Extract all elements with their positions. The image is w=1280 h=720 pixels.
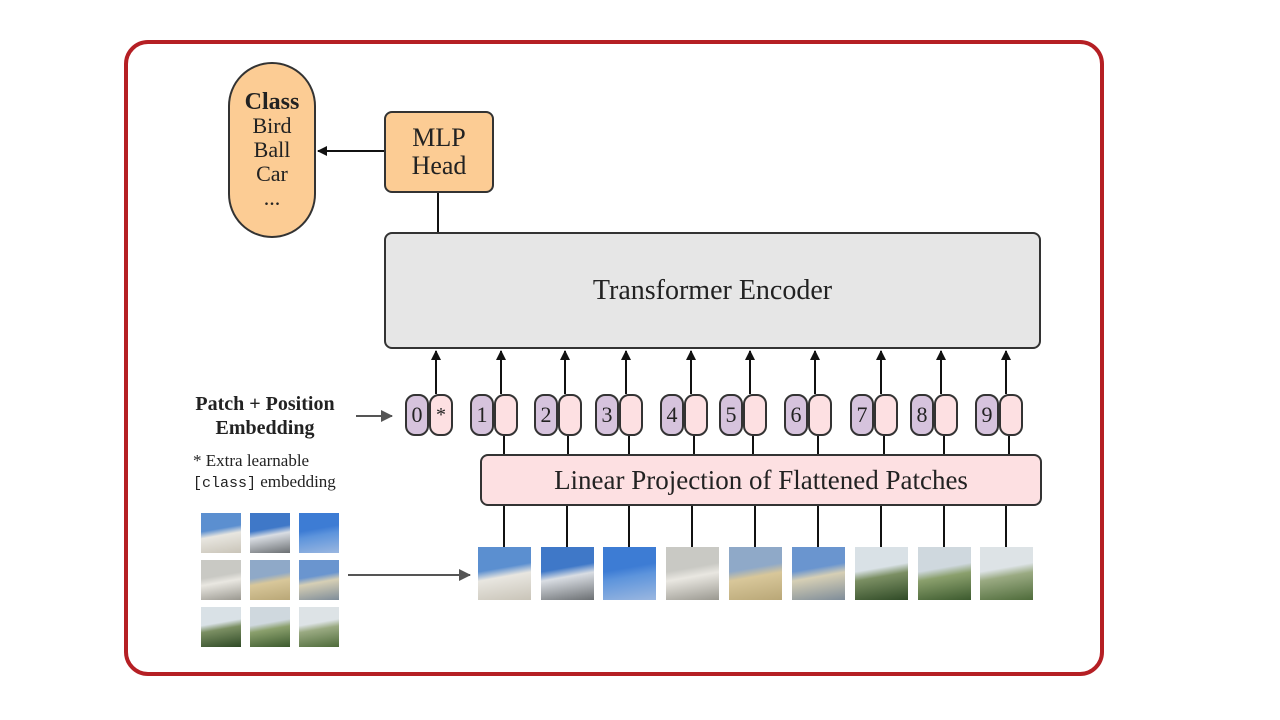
mlp-head-box: MLP Head: [384, 111, 494, 193]
pe-label-line1: Patch + Position: [195, 393, 335, 415]
class-output-box: Class Bird Ball Car ...: [228, 62, 316, 238]
grid-patch-4: [201, 560, 241, 600]
mlp-head-line1: MLP: [412, 123, 466, 152]
class-token-code: [class]: [193, 475, 257, 492]
input-patch-1: [478, 547, 531, 600]
grid-patch-3: [299, 513, 339, 553]
class-title: Class: [244, 89, 300, 115]
input-patch-7: [855, 547, 908, 600]
position-token-1: 1: [470, 394, 494, 436]
input-patch-3: [603, 547, 656, 600]
input-patch-2: [541, 547, 594, 600]
patch-embedding-token-1: [494, 394, 518, 436]
patch-embedding-token-9: [999, 394, 1023, 436]
input-patch-5: [729, 547, 782, 600]
extra-learnable-note: * Extra learnable [class] embedding: [193, 450, 336, 494]
input-patch-6: [792, 547, 845, 600]
grid-patch-1: [201, 513, 241, 553]
patch-embedding-token-2: [558, 394, 582, 436]
grid-patch-6: [299, 560, 339, 600]
grid-patch-8: [250, 607, 290, 647]
input-patch-9: [980, 547, 1033, 600]
linear-projection-box: Linear Projection of Flattened Patches: [480, 454, 1042, 506]
patch-embedding-token-4: [684, 394, 708, 436]
transformer-encoder-box: Transformer Encoder: [384, 232, 1041, 349]
patch-embedding-token-8: [934, 394, 958, 436]
class-item-bird: Bird: [252, 113, 292, 138]
patch-position-embedding-label: Patch + Position Embedding: [160, 392, 370, 440]
diagram-frame: [124, 40, 1104, 676]
class-item-car: Car: [256, 161, 288, 186]
patch-embedding-token-7: [874, 394, 898, 436]
position-token-5: 5: [719, 394, 743, 436]
position-token-0: 0: [405, 394, 429, 436]
input-patch-4: [666, 547, 719, 600]
class-item-ellipsis: ...: [263, 185, 281, 210]
input-patch-8: [918, 547, 971, 600]
extra-note-line2: [class] embedding: [193, 471, 336, 494]
grid-patch-2: [250, 513, 290, 553]
position-token-4: 4: [660, 394, 684, 436]
extra-note-line1: * Extra learnable: [193, 451, 310, 470]
position-token-8: 8: [910, 394, 934, 436]
extra-note-suffix: embedding: [256, 472, 336, 491]
transformer-encoder-label: Transformer Encoder: [592, 274, 833, 306]
patch-embedding-token-6: [808, 394, 832, 436]
pe-label-line2: Embedding: [215, 417, 315, 439]
mlp-head-line2: Head: [411, 151, 467, 180]
patch-embedding-token-3: [619, 394, 643, 436]
position-token-9: 9: [975, 394, 999, 436]
grid-patch-9: [299, 607, 339, 647]
position-token-7: 7: [850, 394, 874, 436]
patch-embedding-token-0: *: [429, 394, 453, 436]
position-token-2: 2: [534, 394, 558, 436]
position-token-3: 3: [595, 394, 619, 436]
class-item-ball: Ball: [253, 137, 291, 162]
grid-patch-7: [201, 607, 241, 647]
linear-projection-label: Linear Projection of Flattened Patches: [554, 464, 968, 495]
position-token-6: 6: [784, 394, 808, 436]
patch-embedding-token-5: [743, 394, 767, 436]
grid-patch-5: [250, 560, 290, 600]
